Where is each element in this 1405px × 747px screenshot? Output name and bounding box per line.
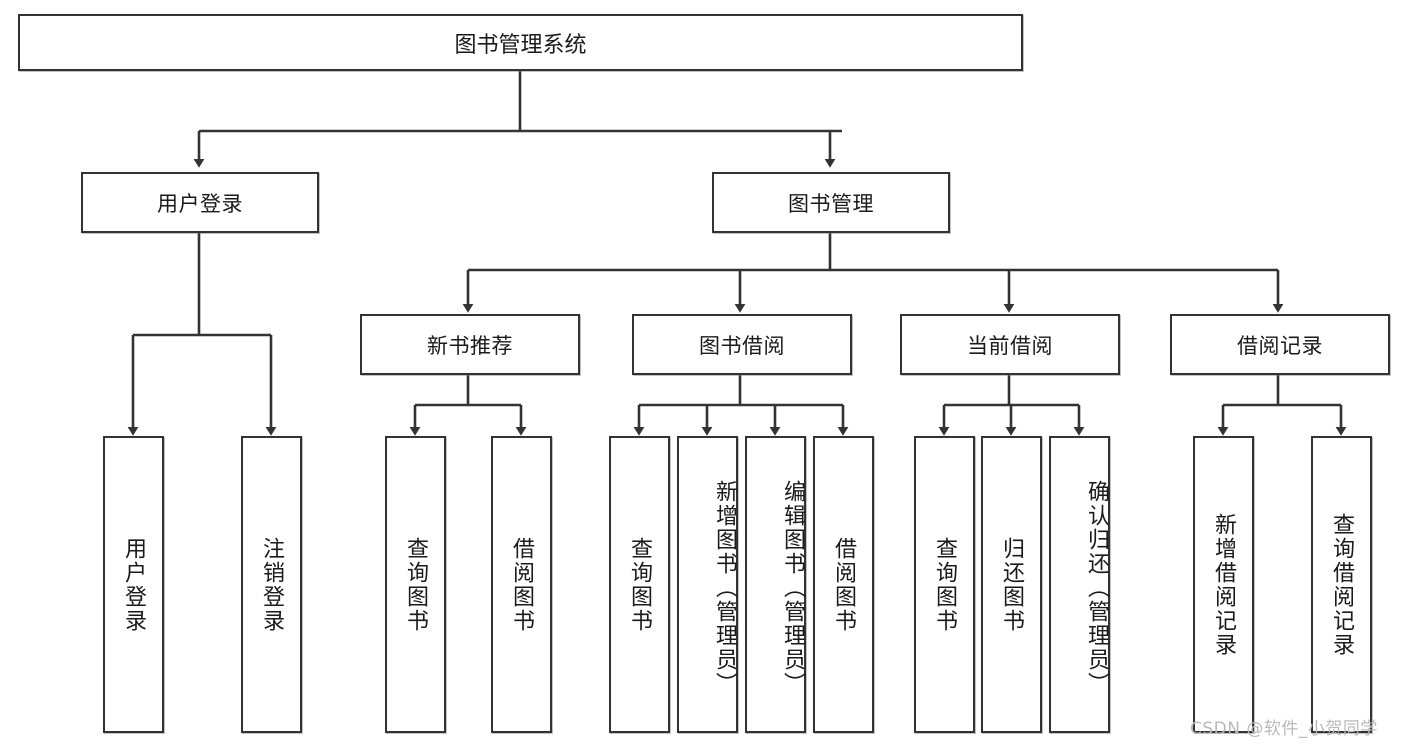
node-leaf-query-book-2[interactable]: 查询图书 [609, 436, 670, 733]
node-label: 图书管理 [788, 191, 874, 216]
node-leaf-confirm-return[interactable]: 确认归还（管理员） [1049, 436, 1110, 733]
node-label: 借阅图书 [509, 536, 535, 633]
node-label: 查询图书 [627, 536, 653, 633]
node-label: 确认归还（管理员） [1084, 479, 1109, 696]
node-label: 借阅记录 [1237, 333, 1323, 358]
node-new-book-recommend[interactable]: 新书推荐 [360, 314, 580, 375]
node-leaf-user-login[interactable]: 用户登录 [103, 436, 164, 733]
node-leaf-add-record[interactable]: 新增借阅记录 [1193, 436, 1254, 733]
csdn-watermark: CSDN @软件_小贺同学 [1190, 719, 1378, 739]
node-label: 用户登录 [157, 191, 243, 216]
node-book-borrow[interactable]: 图书借阅 [632, 314, 852, 375]
node-label: 查询借阅记录 [1329, 512, 1355, 657]
node-leaf-query-record[interactable]: 查询借阅记录 [1311, 436, 1372, 733]
node-label: 图书借阅 [699, 333, 785, 358]
node-label: 新增图书（管理员） [712, 479, 737, 696]
node-label: 当前借阅 [967, 333, 1053, 358]
node-label: 新书推荐 [427, 333, 513, 358]
node-label: 注销登录 [259, 536, 285, 633]
node-leaf-return-book[interactable]: 归还图书 [981, 436, 1042, 733]
node-user-login[interactable]: 用户登录 [81, 172, 319, 233]
node-leaf-add-book[interactable]: 新增图书（管理员） [677, 436, 738, 733]
node-leaf-borrow-book-1[interactable]: 借阅图书 [491, 436, 552, 733]
node-label: 归还图书 [999, 536, 1025, 633]
node-borrow-record[interactable]: 借阅记录 [1170, 314, 1390, 375]
node-current-borrow[interactable]: 当前借阅 [900, 314, 1120, 375]
node-leaf-logout[interactable]: 注销登录 [241, 436, 302, 733]
node-label: 借阅图书 [831, 536, 857, 633]
node-leaf-query-book-3[interactable]: 查询图书 [914, 436, 975, 733]
node-book-management[interactable]: 图书管理 [712, 172, 950, 233]
node-label: 查询图书 [403, 536, 429, 633]
node-label: 编辑图书（管理员） [780, 479, 805, 696]
node-leaf-query-book-1[interactable]: 查询图书 [385, 436, 446, 733]
node-root-system[interactable]: 图书管理系统 [18, 14, 1023, 71]
node-label: 查询图书 [932, 536, 958, 633]
node-label: 新增借阅记录 [1211, 512, 1237, 657]
node-label: 用户登录 [121, 536, 147, 633]
node-leaf-edit-book[interactable]: 编辑图书（管理员） [745, 436, 806, 733]
node-leaf-borrow-book-2[interactable]: 借阅图书 [813, 436, 874, 733]
node-label: 图书管理系统 [454, 32, 587, 58]
